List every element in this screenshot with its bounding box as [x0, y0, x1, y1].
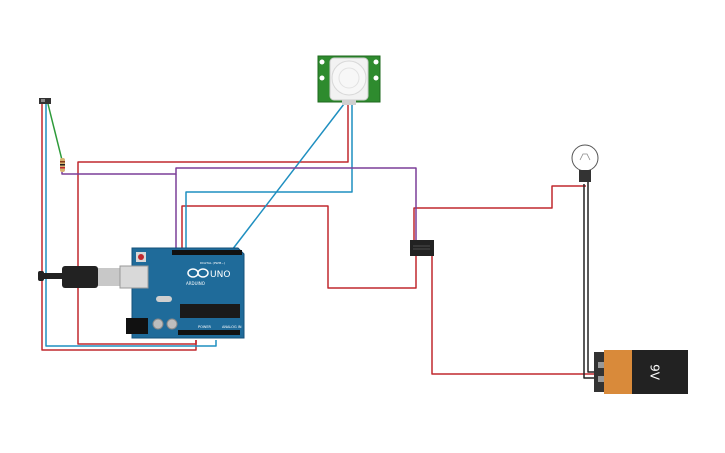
digital-header [172, 250, 242, 255]
battery-body-black [632, 350, 688, 394]
resistor[interactable] [60, 158, 65, 172]
wire-black-bulb[interactable] [587, 182, 598, 373]
relay-body [410, 240, 434, 256]
wire-red-switch[interactable] [41, 104, 197, 351]
atmega-chip [180, 304, 240, 318]
battery-9v[interactable]: 9V [594, 350, 688, 394]
crystal [156, 296, 172, 302]
bulb-filament [579, 153, 591, 161]
usb-cable-end [38, 271, 44, 281]
reset-button-cap [138, 254, 144, 260]
pir-pins [342, 100, 356, 105]
wire-purple-relay[interactable] [61, 167, 417, 240]
battery-terminal-cap [594, 352, 604, 392]
power-jack [126, 318, 148, 334]
wire-green-resistor[interactable] [47, 103, 63, 161]
arduino-logo-right [197, 268, 209, 278]
pir-dome [331, 60, 367, 96]
battery-body-copper [604, 350, 632, 394]
power-analog-header [178, 330, 240, 335]
resistor-band-2 [60, 164, 65, 166]
battery-terminal-neg [598, 376, 604, 382]
usb-plug-metal [98, 268, 120, 286]
wire-red-battery[interactable] [431, 252, 598, 375]
wire-blue-pir-gnd[interactable] [185, 104, 353, 250]
relay[interactable] [410, 240, 434, 256]
switch-knob[interactable] [41, 99, 45, 102]
resistor-band-3 [60, 167, 65, 169]
bulb-glass [571, 144, 599, 172]
power-header-label: POWER [198, 325, 212, 329]
board-brand-label: ARDUINO [186, 281, 205, 286]
pir-sensor[interactable] [317, 55, 381, 105]
usb-cable [44, 273, 62, 279]
capacitor-2 [166, 318, 178, 330]
arduino-uno-board[interactable]: UNO ARDUINO DIGITAL (PWM~) POWER ANALOG … [38, 247, 245, 339]
battery-terminal-pos [598, 362, 604, 368]
board-model-label: UNO [210, 270, 230, 280]
wire-blue-pir-signal[interactable] [231, 103, 345, 251]
pir-hole-mr [373, 75, 379, 81]
usb-socket [119, 265, 149, 289]
wires [41, 103, 598, 379]
battery-label: 9V [648, 364, 662, 381]
wire-black-battery[interactable] [583, 184, 598, 379]
wire-blue-switch-gnd[interactable] [45, 104, 217, 347]
pir-dome-ring [338, 67, 360, 89]
light-bulb[interactable] [571, 144, 599, 182]
digital-header-label: DIGITAL (PWM~) [200, 261, 225, 265]
slide-switch[interactable] [39, 98, 51, 104]
pir-hole-tr [373, 59, 379, 65]
capacitor-1 [152, 318, 164, 330]
pir-hole-tl [319, 59, 325, 65]
usb-plug[interactable] [62, 266, 98, 288]
bulb-base [579, 170, 591, 182]
resistor-band-1 [60, 161, 65, 163]
analog-header-label: ANALOG IN [222, 325, 242, 329]
wire-red-bulb[interactable] [413, 185, 586, 244]
wire-red-relay[interactable] [181, 205, 417, 289]
pir-hole-ml [319, 75, 325, 81]
